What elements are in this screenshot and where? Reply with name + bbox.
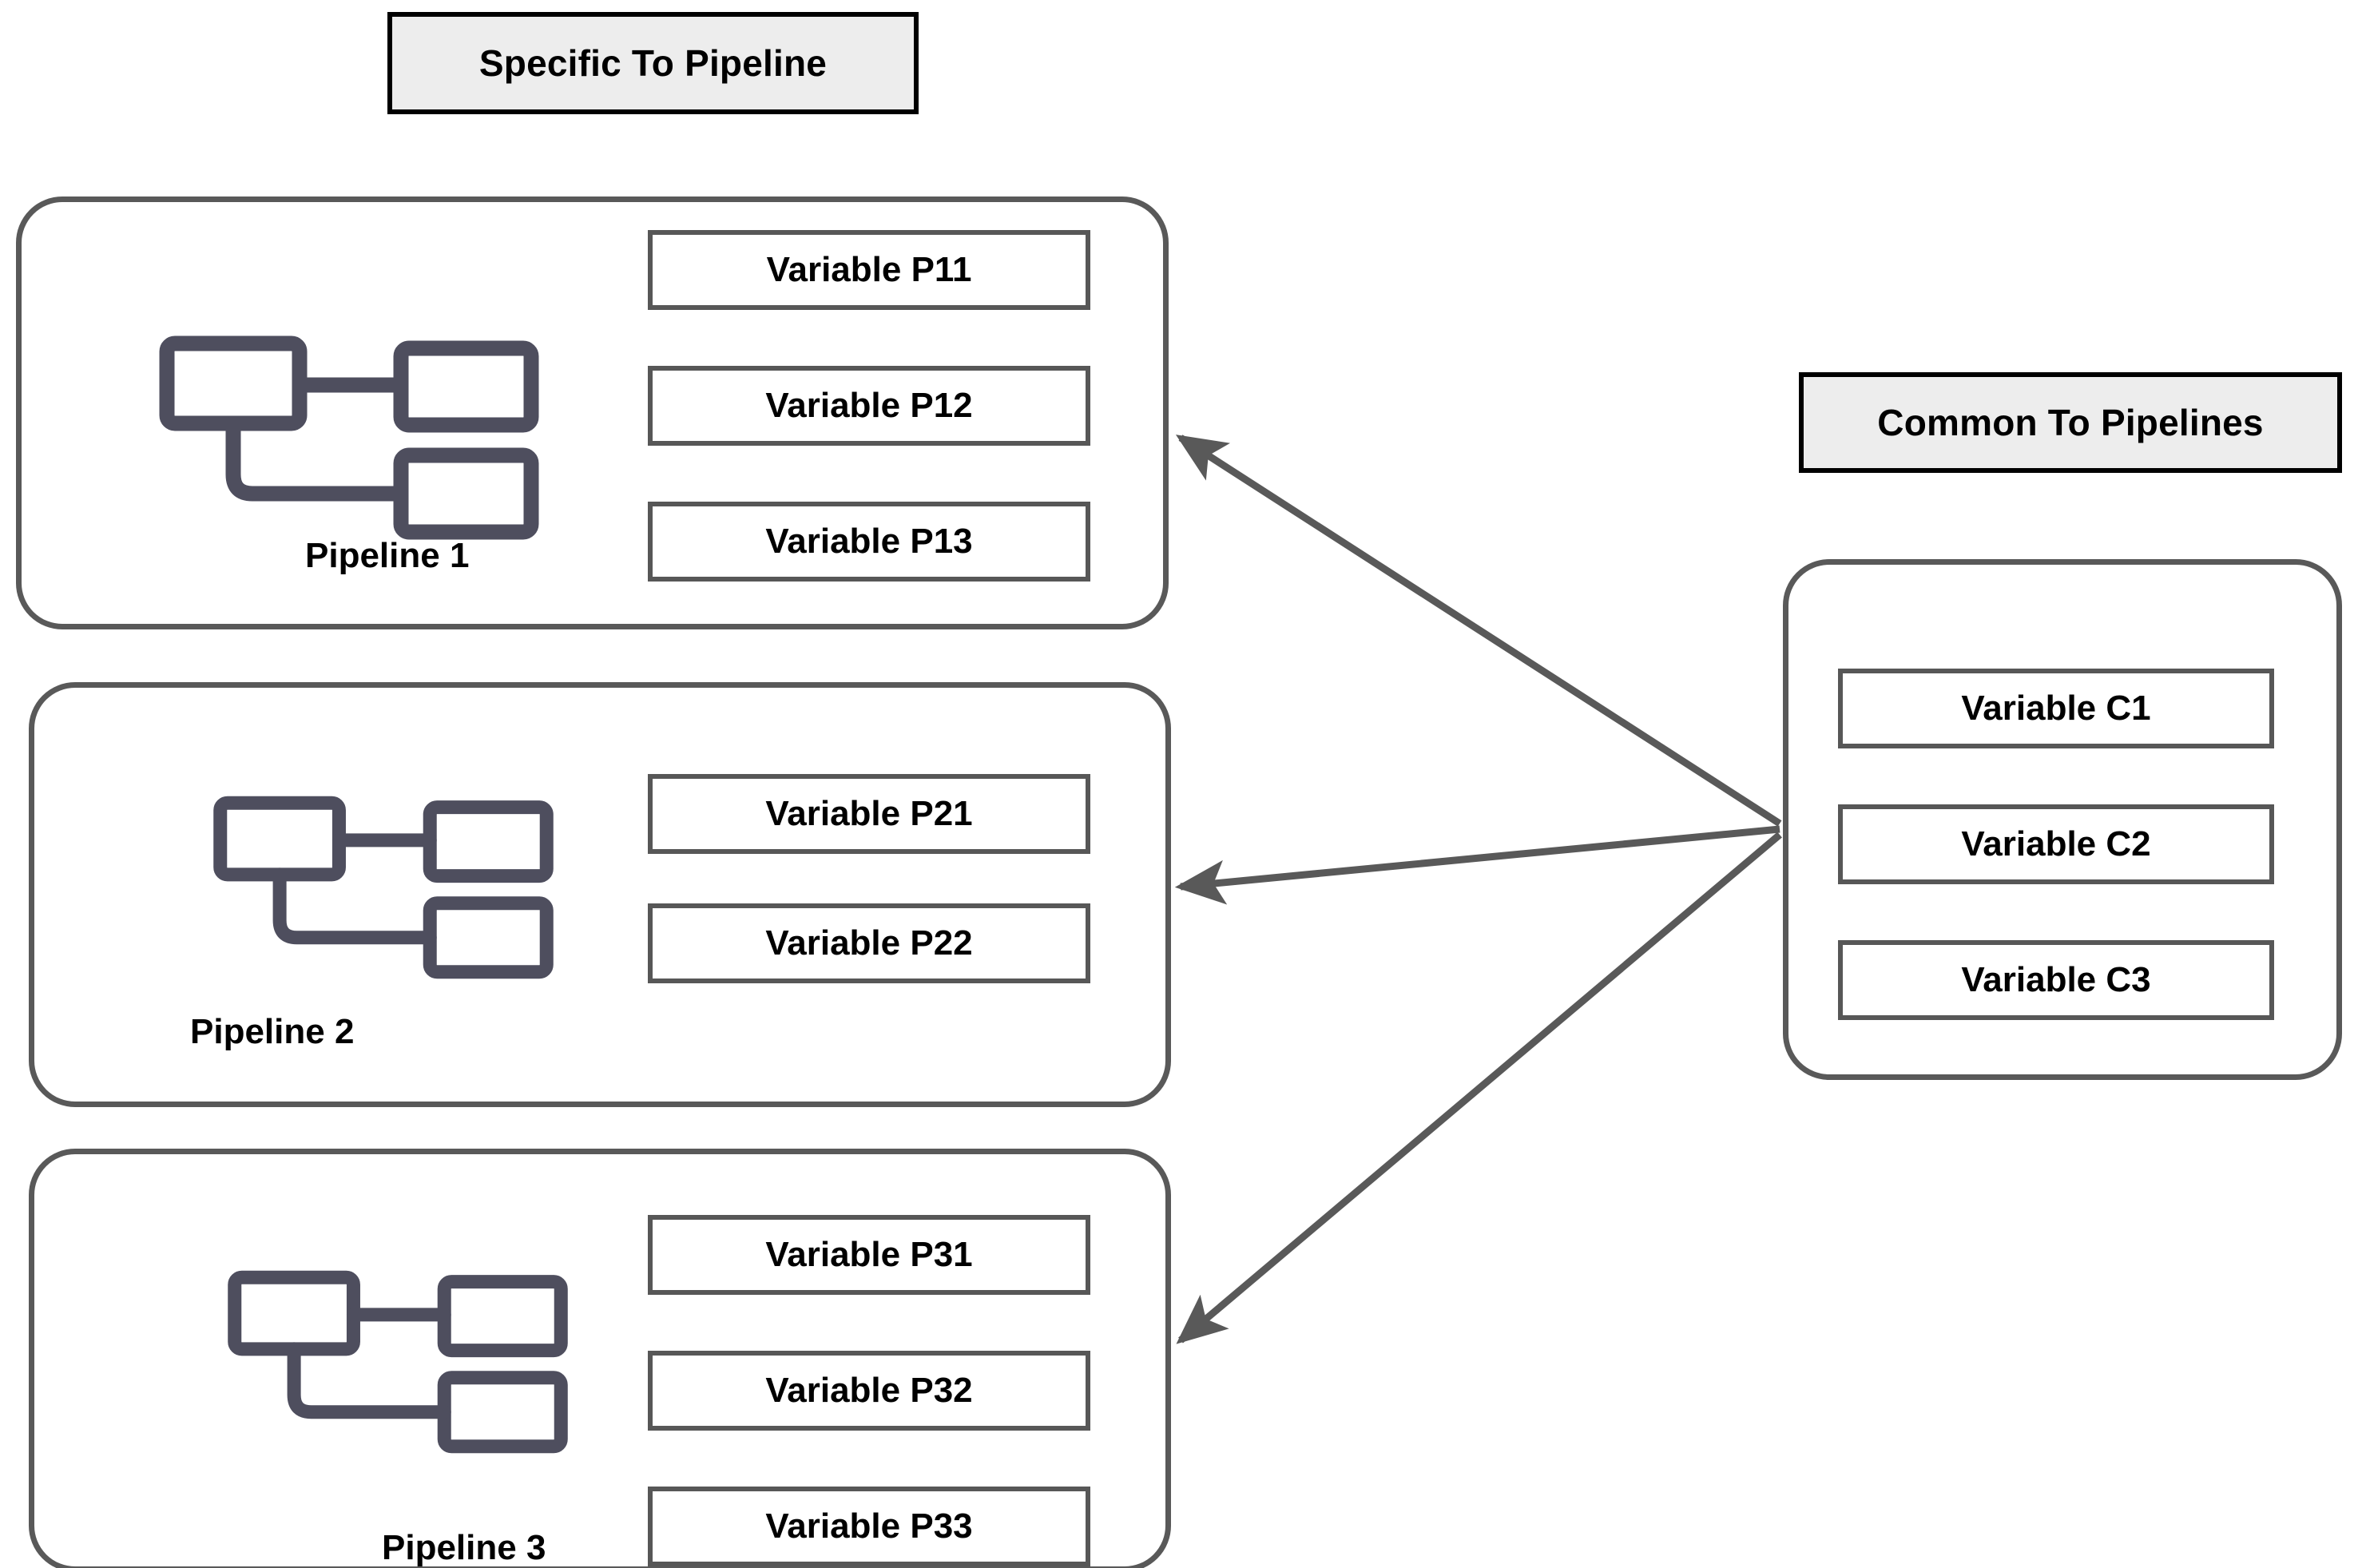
pipeline-flow-icon — [213, 796, 554, 979]
arrow-common-to-pipeline-2 — [1174, 825, 1780, 905]
pipeline-label-2: Pipeline 2 — [190, 1012, 355, 1051]
variable-box-p33[interactable]: Variable P33 — [648, 1487, 1090, 1566]
pipeline-group-1[interactable]: Pipeline 1 Variable P11 Variable P12 Var… — [16, 196, 1169, 629]
arrow-common-to-pipeline-3 — [1176, 832, 1782, 1344]
section-header-specific-to-pipeline: Specific To Pipeline — [387, 12, 919, 114]
common-variables-panel[interactable]: Variable C1 Variable C2 Variable C3 — [1783, 559, 2342, 1080]
variable-box-c1[interactable]: Variable C1 — [1838, 669, 2274, 748]
variable-box-p11[interactable]: Variable P11 — [648, 230, 1090, 310]
pipeline-label-1: Pipeline 1 — [305, 536, 470, 575]
variable-box-p12[interactable]: Variable P12 — [648, 366, 1090, 446]
variable-box-c2[interactable]: Variable C2 — [1838, 804, 2274, 884]
pipeline-flow-icon — [159, 335, 539, 540]
variable-box-p32[interactable]: Variable P32 — [648, 1351, 1090, 1431]
variable-box-c3[interactable]: Variable C3 — [1838, 940, 2274, 1020]
pipeline-group-3[interactable]: Pipeline 3 Variable P31 Variable P32 Var… — [29, 1149, 1171, 1568]
pipeline-group-2[interactable]: Pipeline 2 Variable P21 Variable P22 — [29, 682, 1171, 1107]
pipeline-flow-icon — [228, 1270, 568, 1454]
variable-box-p22[interactable]: Variable P22 — [648, 903, 1090, 983]
variable-box-p31[interactable]: Variable P31 — [648, 1215, 1090, 1295]
section-header-common-to-pipelines: Common To Pipelines — [1799, 372, 2342, 473]
pipeline-label-3: Pipeline 3 — [382, 1528, 546, 1567]
arrow-common-to-pipeline-1 — [1175, 435, 1782, 827]
variable-box-p13[interactable]: Variable P13 — [648, 502, 1090, 582]
variable-box-p21[interactable]: Variable P21 — [648, 774, 1090, 854]
